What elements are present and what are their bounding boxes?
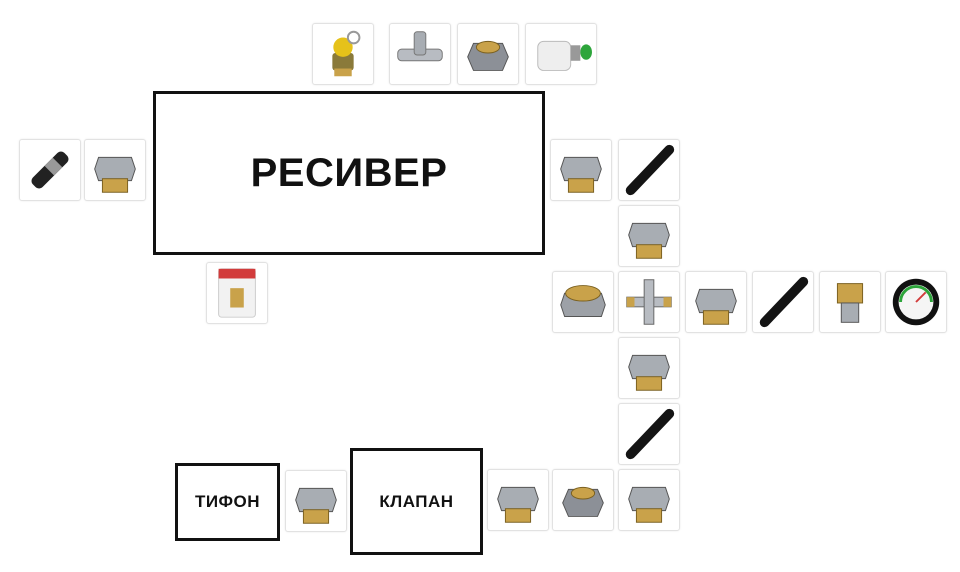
tee-fitting-icon <box>389 23 451 85</box>
reducer-nut-icon <box>552 469 614 531</box>
receiver-label: РЕСИВЕР <box>250 150 448 195</box>
hex-adapter-icon <box>618 337 680 399</box>
reducer-nut-icon <box>457 23 519 85</box>
pressure-gauge-icon <box>885 271 947 333</box>
tube-icon <box>19 139 81 201</box>
hose-icon <box>618 403 680 465</box>
blister-pack-icon <box>206 262 268 324</box>
tifon-box: ТИФОН <box>175 463 280 541</box>
hex-adapter-icon <box>685 271 747 333</box>
receiver-box: РЕСИВЕР <box>153 91 545 255</box>
klapan-label: КЛАПАН <box>379 491 454 511</box>
cross-fitting-icon <box>618 271 680 333</box>
hose-icon <box>618 139 680 201</box>
pressure-switch-icon <box>525 23 597 85</box>
large-adapter-icon <box>552 271 614 333</box>
tifon-label: ТИФОН <box>194 492 261 511</box>
hex-adapter-icon <box>84 139 146 201</box>
klapan-box: КЛАПАН <box>350 448 483 555</box>
safety-valve-icon <box>312 23 374 85</box>
hex-adapter-icon <box>487 469 549 531</box>
hose-icon <box>752 271 814 333</box>
hex-adapter-icon <box>550 139 612 201</box>
hex-adapter-icon <box>618 469 680 531</box>
hex-adapter-icon <box>285 470 347 532</box>
hex-adapter-icon <box>618 205 680 267</box>
brass-adapter-icon <box>819 271 881 333</box>
